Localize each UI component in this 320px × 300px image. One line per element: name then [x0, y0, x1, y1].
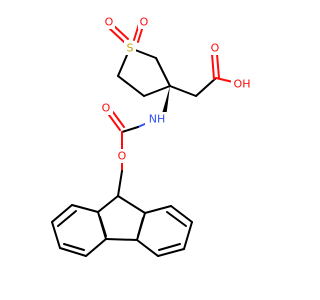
carbamate-carbonyl-oxygen-label: O: [102, 102, 111, 115]
amine-label: NH: [149, 113, 166, 126]
sulfur-label: S: [127, 42, 134, 55]
acetic-acid-chain: [169, 53, 234, 97]
stereo-wedge-bond: [161, 86, 170, 118]
carbamate-group: [108, 111, 155, 197]
sulfonyl-oxygen-right-label: O: [140, 16, 149, 29]
carbamate-ester-oxygen-label: O: [118, 150, 127, 163]
fluorenyl-group: [51, 195, 193, 257]
atom-labels: S O O O OH NH O O: [99, 15, 253, 163]
sulfonyl-bonds: [108, 23, 144, 43]
acid-carbonyl-oxygen-label: O: [211, 42, 220, 55]
thiolane-ring: [117, 47, 171, 97]
molecule-structure: S O O O OH NH O O: [51, 15, 253, 257]
sulfonyl-oxygen-left-label: O: [105, 16, 114, 29]
acid-hydroxyl-label: OH: [234, 78, 251, 91]
